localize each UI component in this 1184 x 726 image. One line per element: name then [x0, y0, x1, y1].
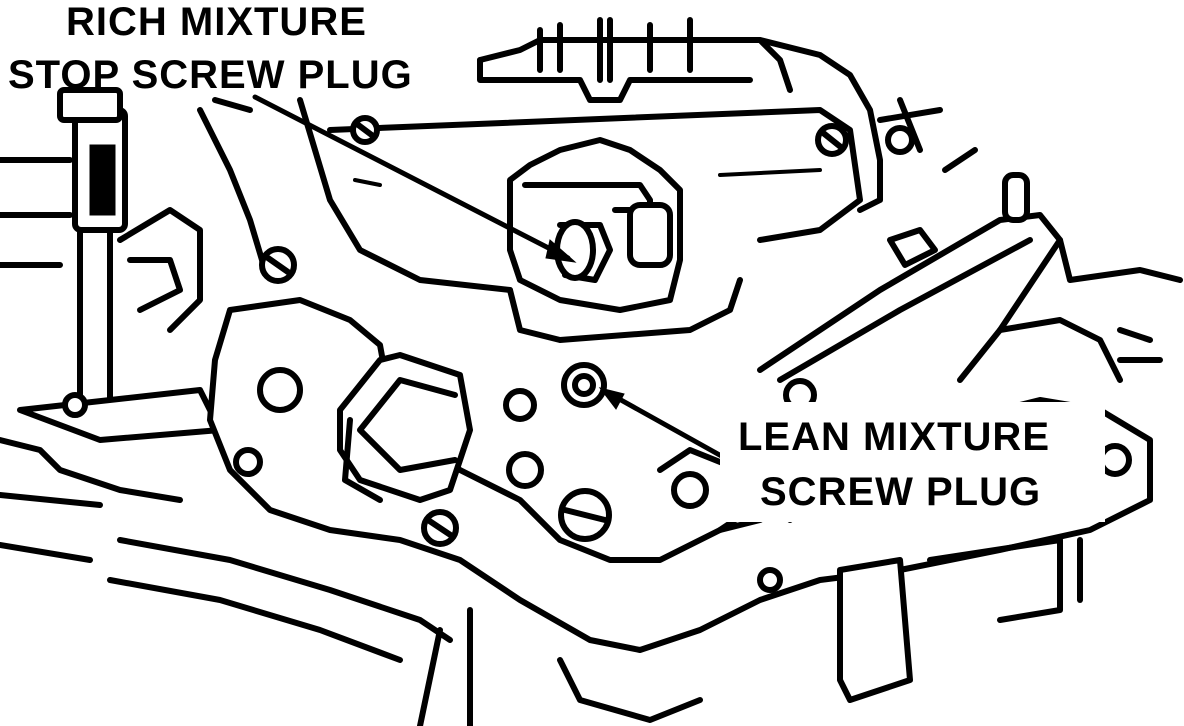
left-linkage: [0, 87, 297, 563]
idle-solenoid-block: [337, 352, 473, 503]
choke-housing: [507, 137, 743, 343]
top-screws: [350, 115, 849, 157]
lean-plug-label-line2: SCREW PLUG: [760, 470, 1041, 514]
throttle-body-plate: [207, 297, 1153, 653]
lean-plug-label-line1: LEAN MIXTURE: [738, 415, 1050, 459]
rich-plug-leader: [252, 94, 577, 263]
right-linkage: [757, 97, 1183, 383]
rich-plug-label-line2: STOP SCREW PLUG: [8, 53, 413, 97]
lean-mixture-plug: [561, 362, 607, 408]
rich-mixture-plug: [554, 219, 596, 281]
lean-plug-callout: LEAN MIXTURE SCREW PLUG: [720, 402, 1105, 522]
air-horn-top: [477, 17, 883, 213]
rich-plug-label-line1: RICH MIXTURE: [66, 0, 367, 44]
lean-plug-area: [421, 362, 612, 547]
carburetor-body-frame: [197, 97, 863, 293]
lean-plug-leader: [598, 387, 728, 461]
rich-plug-callout: RICH MIXTURE STOP SCREW PLUG: [8, 0, 413, 97]
